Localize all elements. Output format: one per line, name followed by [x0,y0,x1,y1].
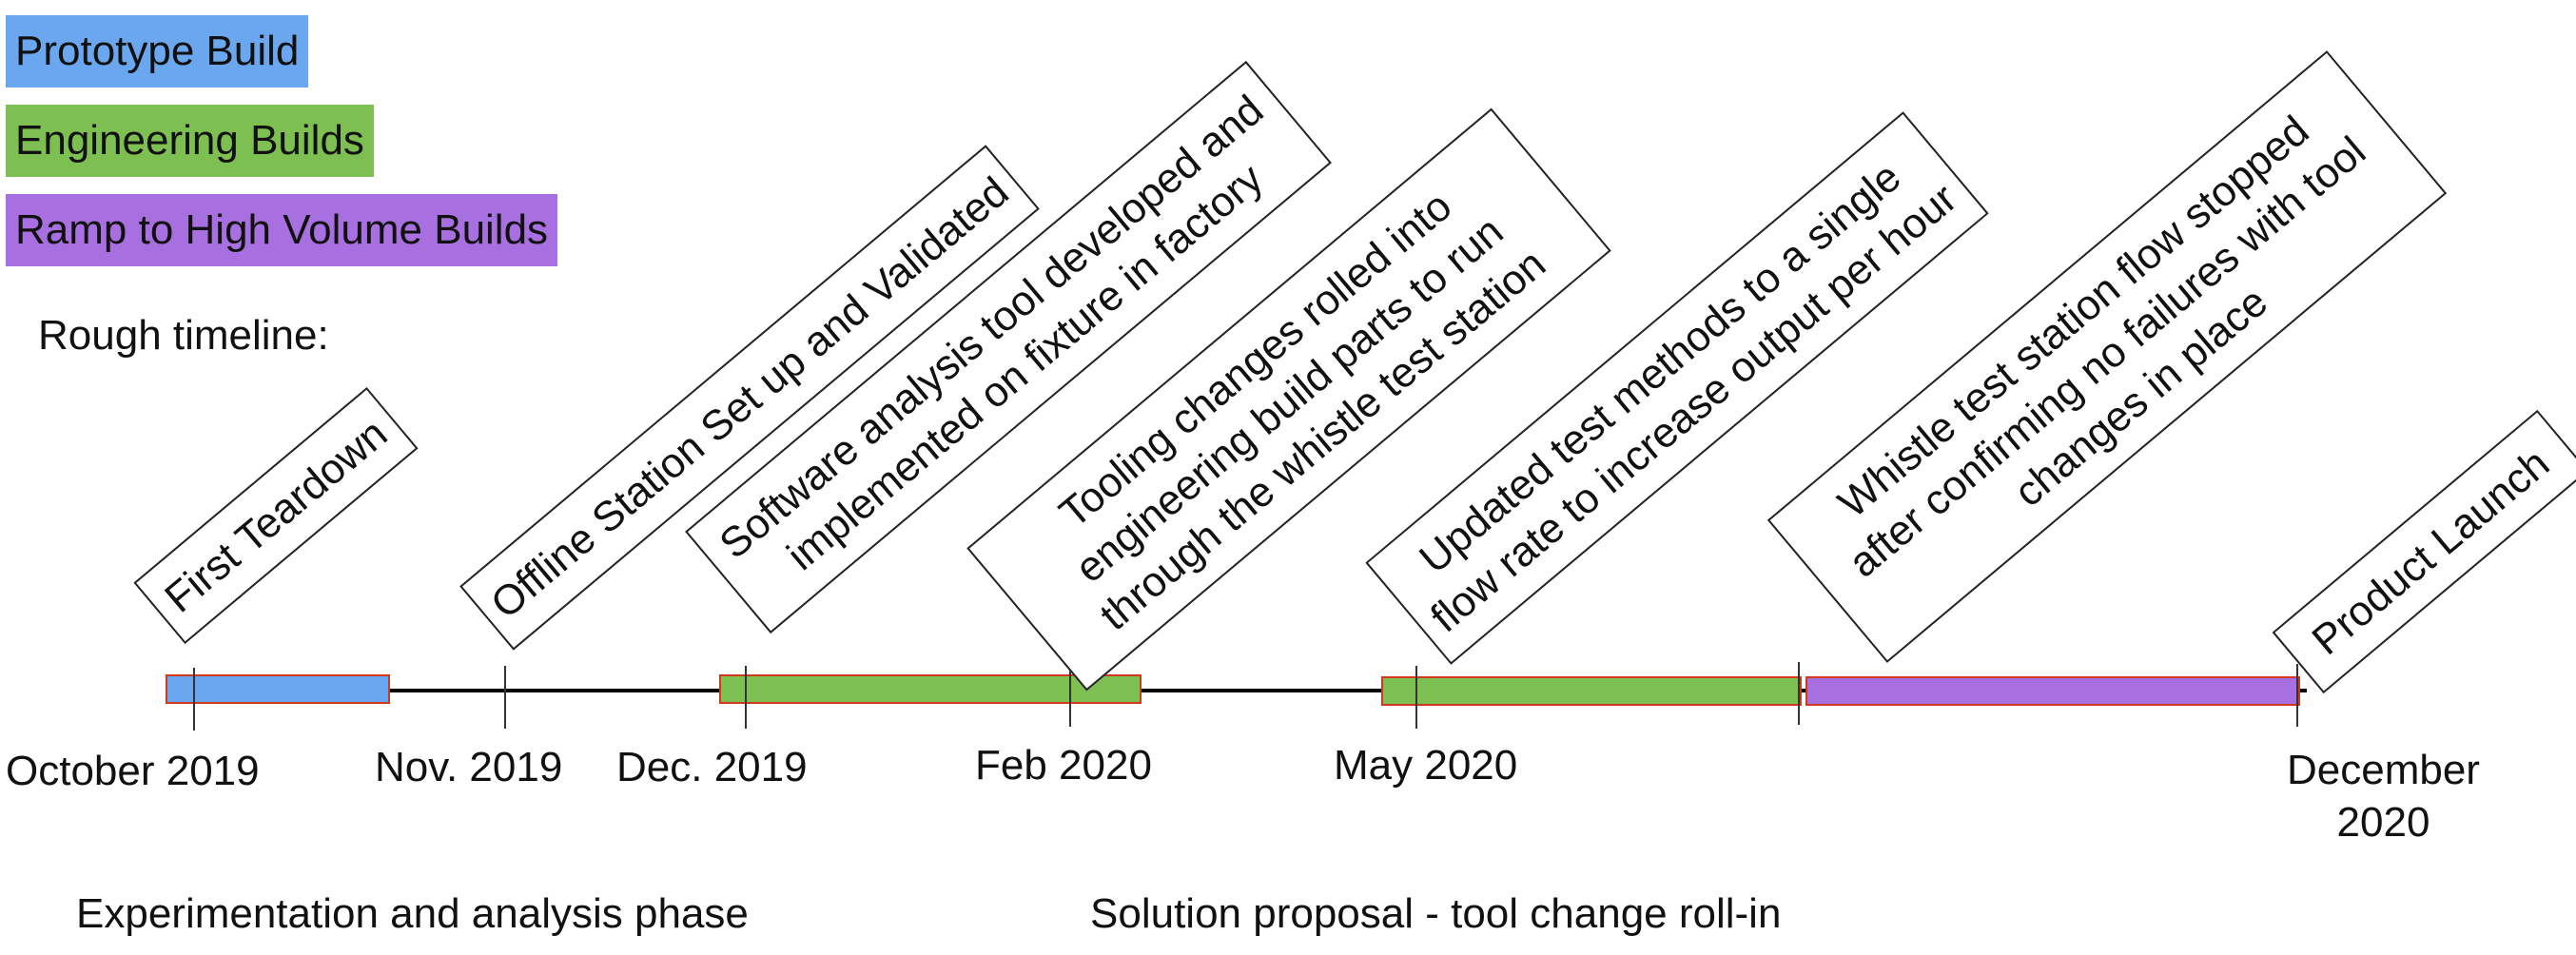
phase-experimentation: Experimentation and analysis phase [76,890,749,937]
tick-ramp-start [1798,662,1800,725]
tick-december-2020 [2296,664,2298,727]
date-feb-2020: Feb 2020 [975,742,1152,789]
bar-prototype-build [166,674,390,704]
date-december-2020: December 2020 [2287,747,2480,846]
tick-october-2019 [193,668,195,731]
timeline-axis [171,689,2307,692]
rough-timeline-label: Rough timeline: [38,312,329,359]
date-october-2019: October 2019 [6,748,260,794]
bar-engineering-build-1 [719,674,1142,704]
legend-prototype-build: Prototype Build [6,15,309,88]
legend-ramp-high-volume: Ramp to High Volume Builds [6,194,558,266]
tick-dec-2019 [745,666,747,729]
tick-feb-2020 [1069,664,1071,727]
bar-ramp-high-volume [1805,676,2300,706]
bar-engineering-build-2 [1381,676,1802,706]
callout-box: Product Launch [2272,409,2576,694]
legend-engineering-builds: Engineering Builds [6,105,374,177]
callout-box: First Teardown [133,386,419,645]
date-nov-2019: Nov. 2019 [375,744,563,790]
phase-solution-proposal: Solution proposal - tool change roll-in [1090,890,1782,937]
date-dec-2019: Dec. 2019 [616,744,808,790]
tick-nov-2019 [504,666,506,729]
tick-may-2020 [1415,666,1417,729]
date-may-2020: May 2020 [1334,742,1518,789]
